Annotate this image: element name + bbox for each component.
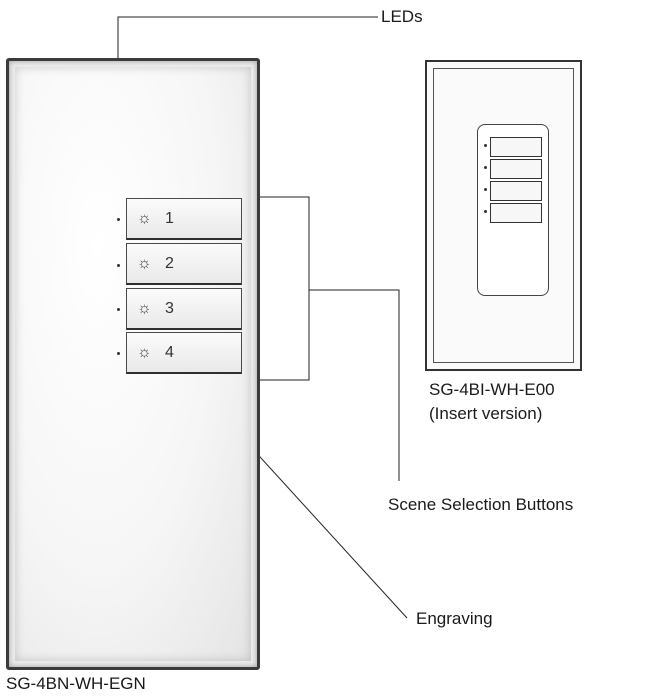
led-indicator-4 (117, 352, 120, 355)
insert-led-2 (484, 166, 487, 169)
insert-button-3[interactable] (490, 181, 542, 201)
insert-faceplate-border (433, 68, 574, 363)
insert-note-label: (Insert version) (429, 404, 543, 423)
sun-icon: ☼ (137, 254, 152, 272)
scene-number: 3 (165, 299, 174, 317)
insert-button-1[interactable] (490, 137, 542, 157)
insert-led-4 (484, 210, 487, 213)
sun-icon: ☼ (137, 299, 152, 317)
scene-number: 4 (165, 343, 174, 361)
scene-button-4[interactable]: ☼ 4 (126, 332, 242, 374)
insert-button-4[interactable] (490, 203, 542, 223)
scene-buttons-leader-line (309, 289, 400, 481)
insert-keypad-faceplate (425, 60, 582, 371)
insert-model-label: SG-4BI-WH-E00 (429, 380, 555, 399)
scene-button-1[interactable]: ☼ 1 (126, 198, 242, 240)
insert-button-2[interactable] (490, 159, 542, 179)
led-indicator-1 (117, 218, 120, 221)
sun-icon: ☼ (137, 343, 152, 361)
scene-number: 2 (165, 254, 174, 272)
led-indicator-2 (117, 264, 120, 267)
scene-button-3[interactable]: ☼ 3 (126, 288, 242, 330)
insert-led-1 (484, 144, 487, 147)
main-model-label: SG-4BN-WH-EGN (6, 674, 146, 693)
engraving-label: Engraving (416, 609, 493, 628)
sun-icon: ☼ (137, 209, 152, 227)
scene-selection-label: Scene Selection Buttons (388, 495, 574, 514)
led-indicator-3 (117, 308, 120, 311)
insert-led-3 (484, 188, 487, 191)
leds-label: LEDs (381, 7, 423, 26)
scene-button-2[interactable]: ☼ 2 (126, 243, 242, 285)
insert-module (477, 124, 549, 296)
scene-number: 1 (165, 209, 174, 227)
buttons-bracket (248, 196, 310, 381)
